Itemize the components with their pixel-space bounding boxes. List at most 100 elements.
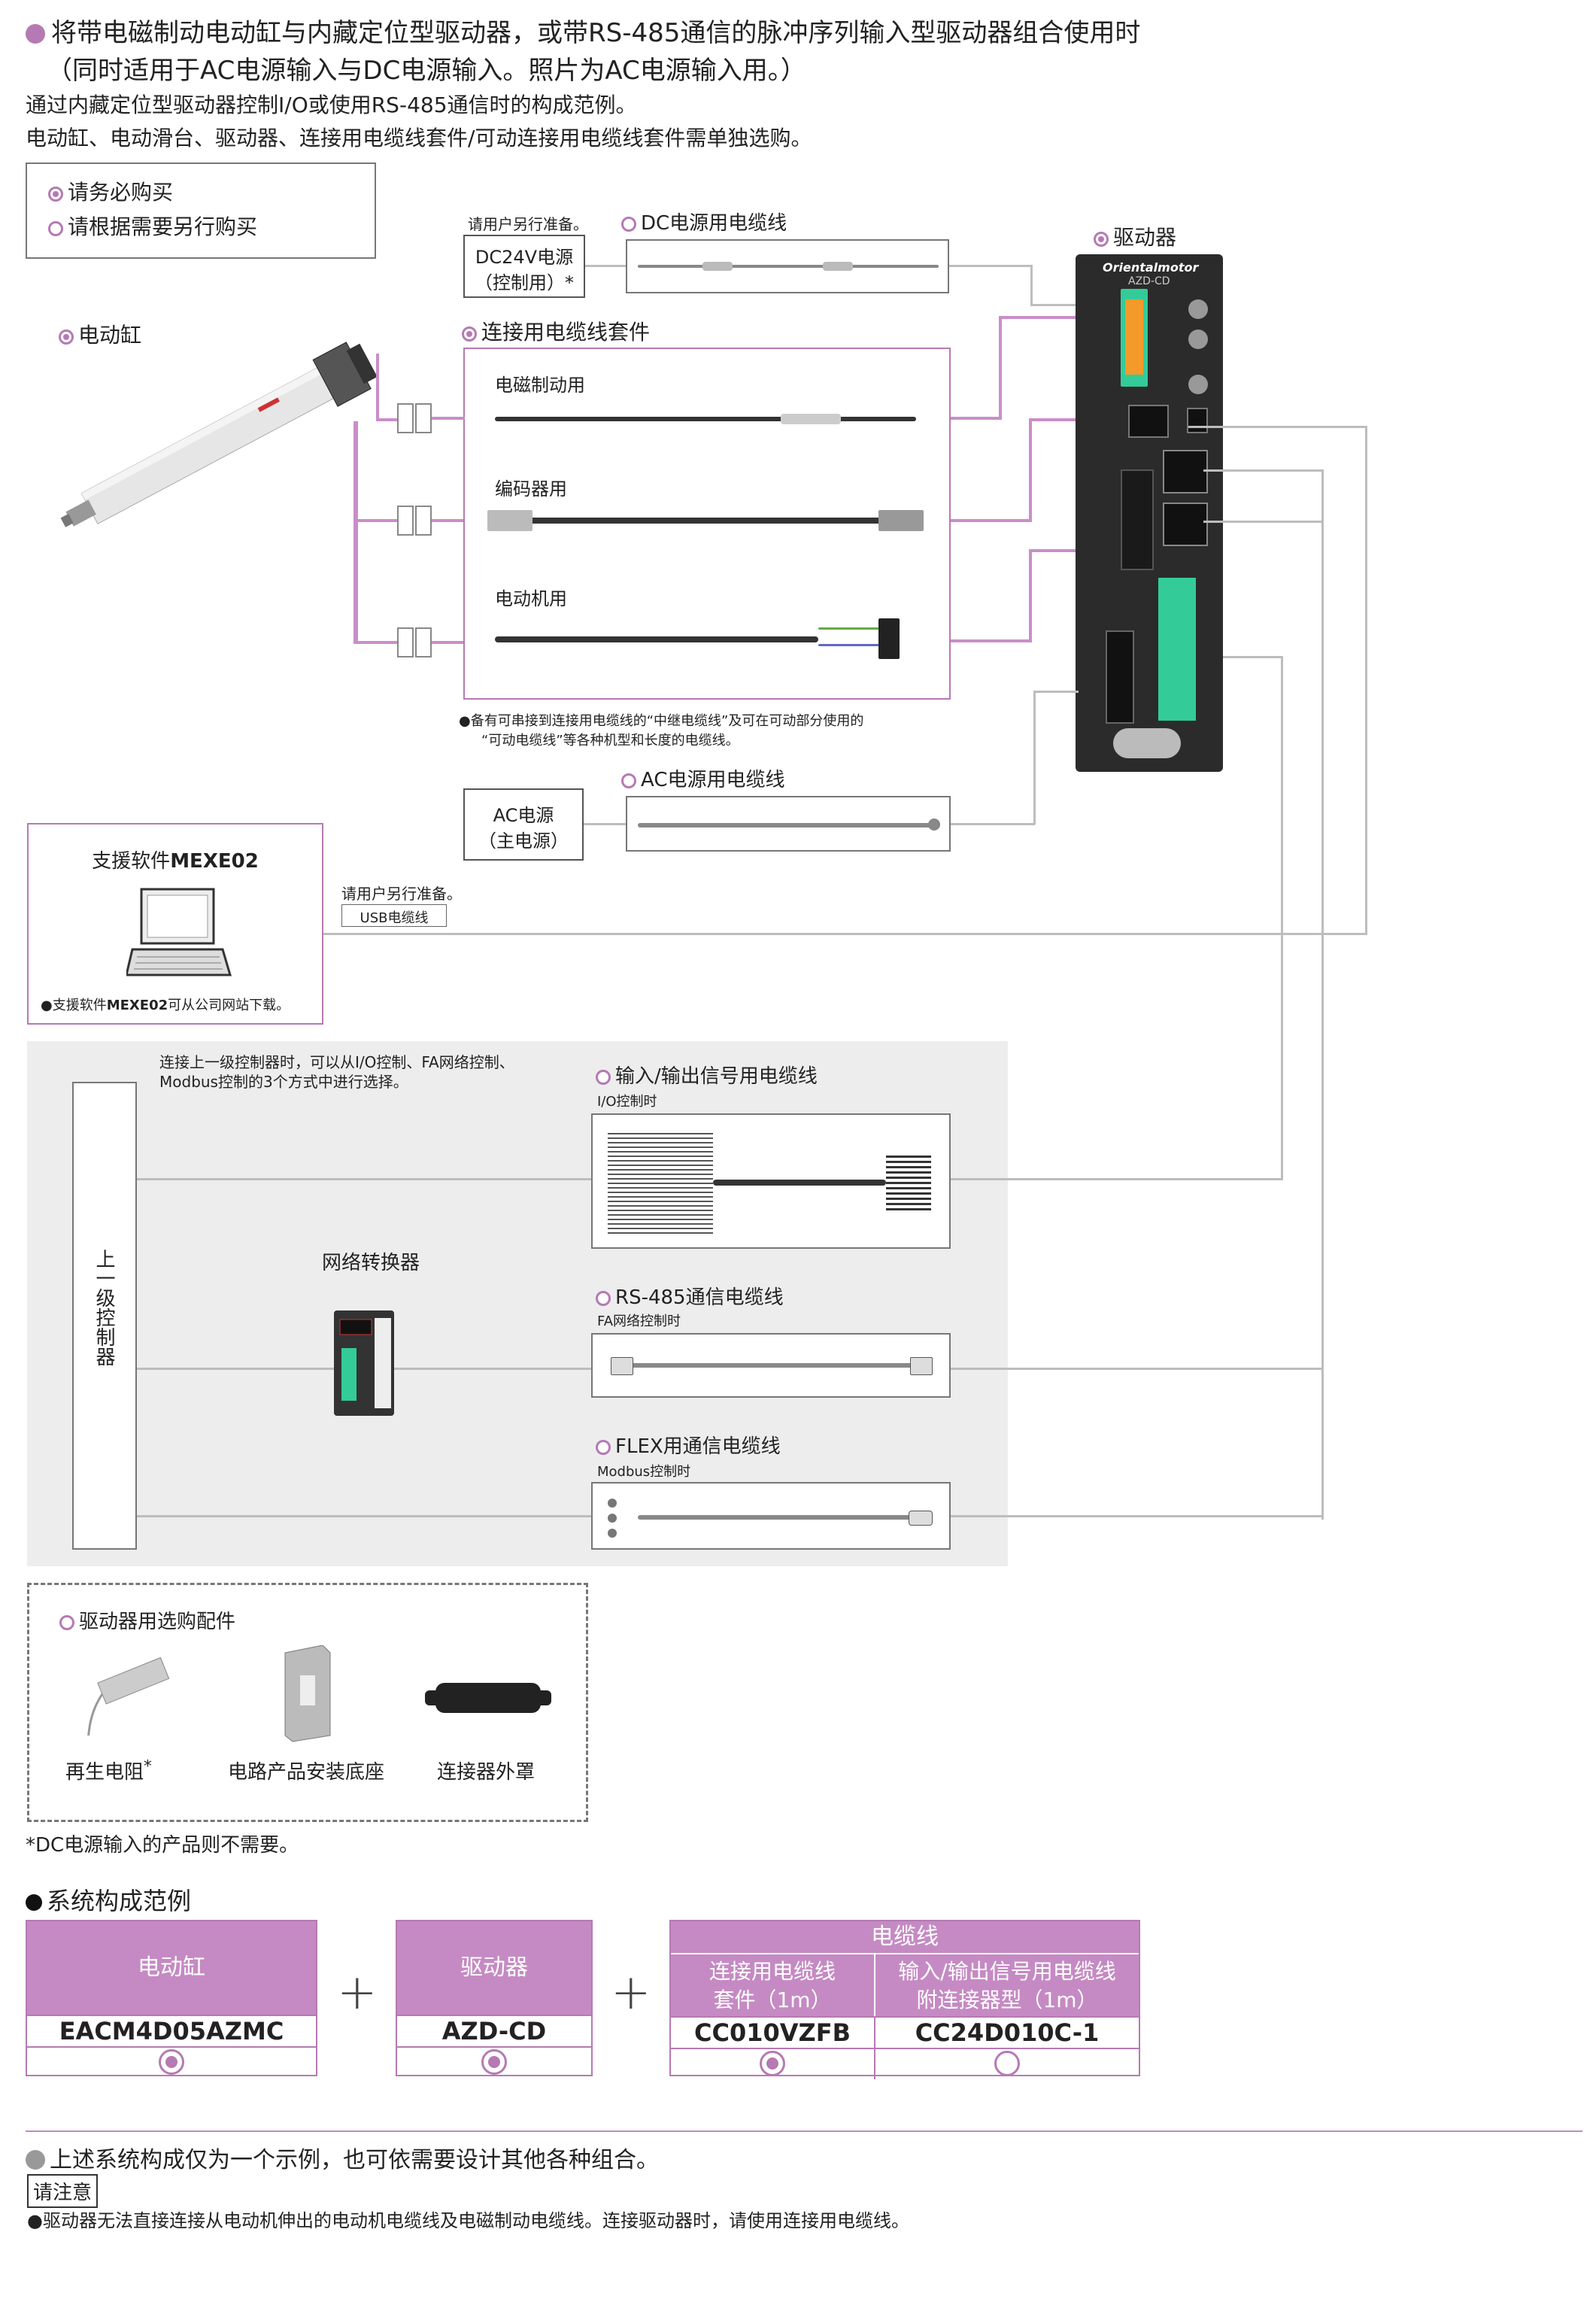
system-driver-model: AZD-CD: [397, 2015, 591, 2046]
driver-label-text: 驱动器: [1113, 225, 1177, 250]
flex-cable-box: [591, 1482, 951, 1550]
connector-plug: [415, 403, 432, 433]
system-cable1-header-line2: 套件（1m）: [713, 1988, 832, 2012]
software-note-suffix: 可从公司网站下载。: [168, 998, 290, 1013]
system-example-title: 系统构成范例: [26, 1882, 191, 1917]
legend-optional-label: 请根据需要另行购买: [68, 214, 258, 239]
ac-cable-label-text: AC电源用电缆线: [641, 769, 785, 791]
usb-cable-box: USB电缆线: [341, 904, 447, 927]
system-cable-subheaders: 连接用电缆线 套件（1m） 输入/输出信号用电缆线 附连接器型（1m）: [671, 1953, 1139, 2016]
connector-cover-image: [425, 1683, 551, 1713]
required-mark-icon: [59, 330, 74, 345]
kit-item-encoder: 编码器用: [495, 478, 567, 500]
optional-mark-icon: [596, 1440, 611, 1455]
page-title: 将带电磁制动电动缸与内藏定位型驱动器，或带RS-485通信的脉冲序列输入型驱动器…: [26, 12, 1140, 49]
system-cable-group-header: 电缆线: [671, 1921, 1139, 1953]
note-2: ●驱动器无法直接连接从电动机伸出的电动机电缆线及电磁制动电缆线。连接驱动器时，请…: [27, 2210, 909, 2231]
optional-mark-icon: [596, 1070, 611, 1085]
flex-cable-sub: Modbus控制时: [597, 1464, 691, 1480]
host-controller-box: 上一级控制器: [72, 1082, 137, 1550]
host-note-1: 连接上一级控制器时，可以从I/O控制、FA网络控制、: [159, 1053, 514, 1071]
software-note-prefix: ●支援软件: [41, 998, 107, 1013]
bullet-icon: [26, 1894, 42, 1911]
io-cable-sub: I/O控制时: [597, 1094, 657, 1110]
optional-mark-icon: [59, 1615, 74, 1630]
connector-plug: [415, 627, 432, 657]
laptop-icon: [126, 888, 232, 976]
cable-kit-label: 连接用电缆线套件: [462, 316, 650, 346]
io-cable-label-text: 输入/输出信号用电缆线: [615, 1065, 818, 1088]
system-actuator-mark: [27, 2046, 316, 2078]
accessory-item-2: 电路产品安装底座: [228, 1761, 385, 1784]
io-cable-box: [591, 1113, 951, 1249]
driver-model-text: AZD-CD: [1128, 275, 1170, 287]
actuator-label: 电动缸: [59, 319, 141, 349]
kit-note-1: ●备有可串接到连接用电缆线的“中继电缆线”及可在可动部分使用的: [459, 713, 864, 729]
bullet-icon: [26, 24, 45, 44]
description-1: 通过内藏定位型驱动器控制I/O或使用RS-485通信时的构成范例。: [26, 93, 637, 117]
accessory-item-1: 再生电阻*: [65, 1757, 152, 1784]
connector-plug: [415, 506, 432, 536]
flex-cable-label-text: FLEX用通信电缆线: [615, 1435, 781, 1458]
ac-label-1: AC电源: [493, 805, 554, 826]
accessories-title: 驱动器用选购配件: [59, 1606, 235, 1634]
required-mark-icon: [481, 2049, 507, 2075]
ac-label-2: （主电源）: [478, 831, 569, 852]
system-cable1-header: 连接用电缆线 套件（1m）: [671, 1954, 875, 2016]
description-2: 电动缸、电动滑台、驱动器、连接用电缆线套件/可动连接用电缆线套件需单独选购。: [26, 126, 812, 150]
dc-cable-box: [626, 239, 949, 293]
system-actuator-model: EACM4D05AZMC: [27, 2015, 316, 2046]
cable-kit-label-text: 连接用电缆线套件: [481, 320, 651, 345]
network-converter-label: 网络转换器: [322, 1252, 420, 1274]
accessory-item-3: 连接器外罩: [437, 1761, 536, 1784]
mounting-bracket-image: [284, 1645, 331, 1742]
optional-mark-icon: [621, 217, 636, 232]
accessories-footnote: *DC电源输入的产品则不需要。: [26, 1834, 299, 1857]
host-note-2: Modbus控制的3个方式中进行选择。: [159, 1073, 408, 1091]
host-controller-label: 上一级控制器: [93, 1249, 115, 1366]
cable-kit-box: 电磁制动用 编码器用 电动机用: [463, 348, 951, 700]
connector-plug: [397, 506, 414, 536]
software-title-name: MEXE02: [170, 850, 259, 873]
regenerative-resistor-image: [86, 1657, 170, 1736]
system-cable2-header-line2: 附连接器型（1m）: [916, 1988, 1098, 2012]
accessories-box: 驱动器用选购配件 再生电阻* 电路产品安装底座 连接器外罩: [27, 1583, 588, 1822]
legend-required: 请务必购买: [48, 176, 173, 206]
flex-cable-label: FLEX用通信电缆线: [596, 1431, 781, 1459]
dc24-label-1: DC24V电源: [475, 247, 574, 268]
caution-label: 请注意: [27, 2174, 99, 2208]
required-mark-icon: [48, 187, 63, 202]
required-mark-icon: [760, 2051, 785, 2076]
system-cable1-header-line1: 连接用电缆线: [708, 1959, 836, 1984]
legend-required-label: 请务必购买: [68, 180, 174, 205]
ac-cable-label: AC电源用电缆线: [621, 764, 784, 792]
optional-mark-icon: [48, 221, 63, 236]
user-prepare-note-2: 请用户另行准备。: [341, 885, 462, 903]
dc24-power-box: DC24V电源 （控制用）*: [463, 235, 585, 298]
system-cable1-mark: [671, 2048, 875, 2079]
dc24-label-2: （控制用）*: [475, 272, 574, 293]
required-mark-icon: [159, 2049, 184, 2075]
plus-icon: +: [337, 1965, 378, 2021]
system-example-title-text: 系统构成范例: [47, 1887, 192, 1915]
driver-brand: Orientalmotor: [1103, 260, 1199, 275]
actuator-label-text: 电动缸: [78, 323, 142, 348]
accessory-item-1-mark: *: [144, 1757, 152, 1776]
required-mark-icon: [1094, 232, 1109, 247]
driver-label: 驱动器: [1094, 221, 1176, 251]
actuator-image: [60, 342, 378, 527]
dc-cable-label-text: DC电源用电缆线: [641, 212, 787, 235]
optional-mark-icon: [621, 773, 636, 788]
rs485-cable-label: RS-485通信电缆线: [596, 1282, 784, 1310]
optional-mark-icon: [596, 1291, 611, 1306]
bullet-icon: [26, 2150, 45, 2170]
connector-plug: [397, 627, 414, 657]
software-note-name: MEXE02: [106, 998, 168, 1013]
kit-item-motor: 电动机用: [495, 588, 567, 609]
system-cable2-model: CC24D010C-1: [875, 2016, 1139, 2048]
io-cable-label: 输入/输出信号用电缆线: [596, 1061, 818, 1089]
kit-note-2: “可动电缆线”等各种机型和长度的电缆线。: [481, 733, 739, 749]
network-converter-image: [334, 1310, 394, 1416]
required-mark-icon: [462, 326, 477, 342]
driver-image: Orientalmotor AZD-CD: [1076, 254, 1223, 772]
